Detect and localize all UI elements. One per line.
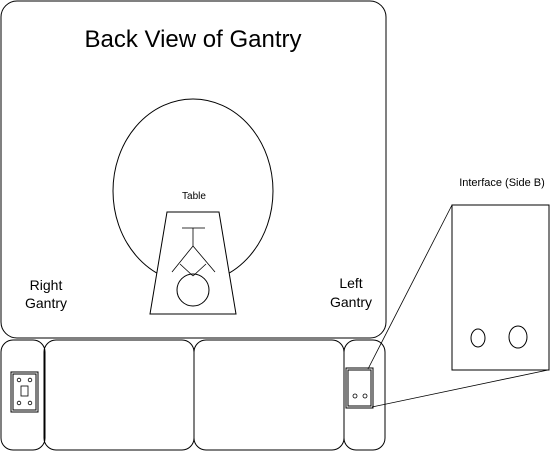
interface-connector-2: [508, 325, 528, 349]
base-panel-center-left: [43, 339, 195, 451]
interface-detail-box: [451, 204, 550, 371]
left-connector-panel: [345, 367, 374, 409]
base-panel-left-end: [343, 339, 386, 451]
right-connector-panel: [10, 371, 39, 413]
diagram-title: Back View of Gantry: [85, 26, 302, 53]
patient-table: [149, 211, 237, 315]
right-gantry-label-line1: Right: [30, 277, 63, 293]
right-gantry-label-line2: Gantry: [25, 295, 67, 311]
callout-line-bottom: [371, 369, 549, 408]
base-panel-center-right: [193, 339, 345, 451]
gantry-body: [0, 0, 387, 339]
interface-label: Interface (Side B): [459, 177, 545, 189]
table-label: Table: [182, 191, 206, 202]
base-panel-right-end: [0, 339, 46, 451]
patient-figure: [171, 227, 216, 307]
callout-line-top: [367, 204, 453, 370]
left-gantry-label-line1: Left: [339, 275, 362, 291]
interface-connector-1: [470, 328, 486, 348]
left-gantry-label-line2: Gantry: [330, 294, 372, 310]
